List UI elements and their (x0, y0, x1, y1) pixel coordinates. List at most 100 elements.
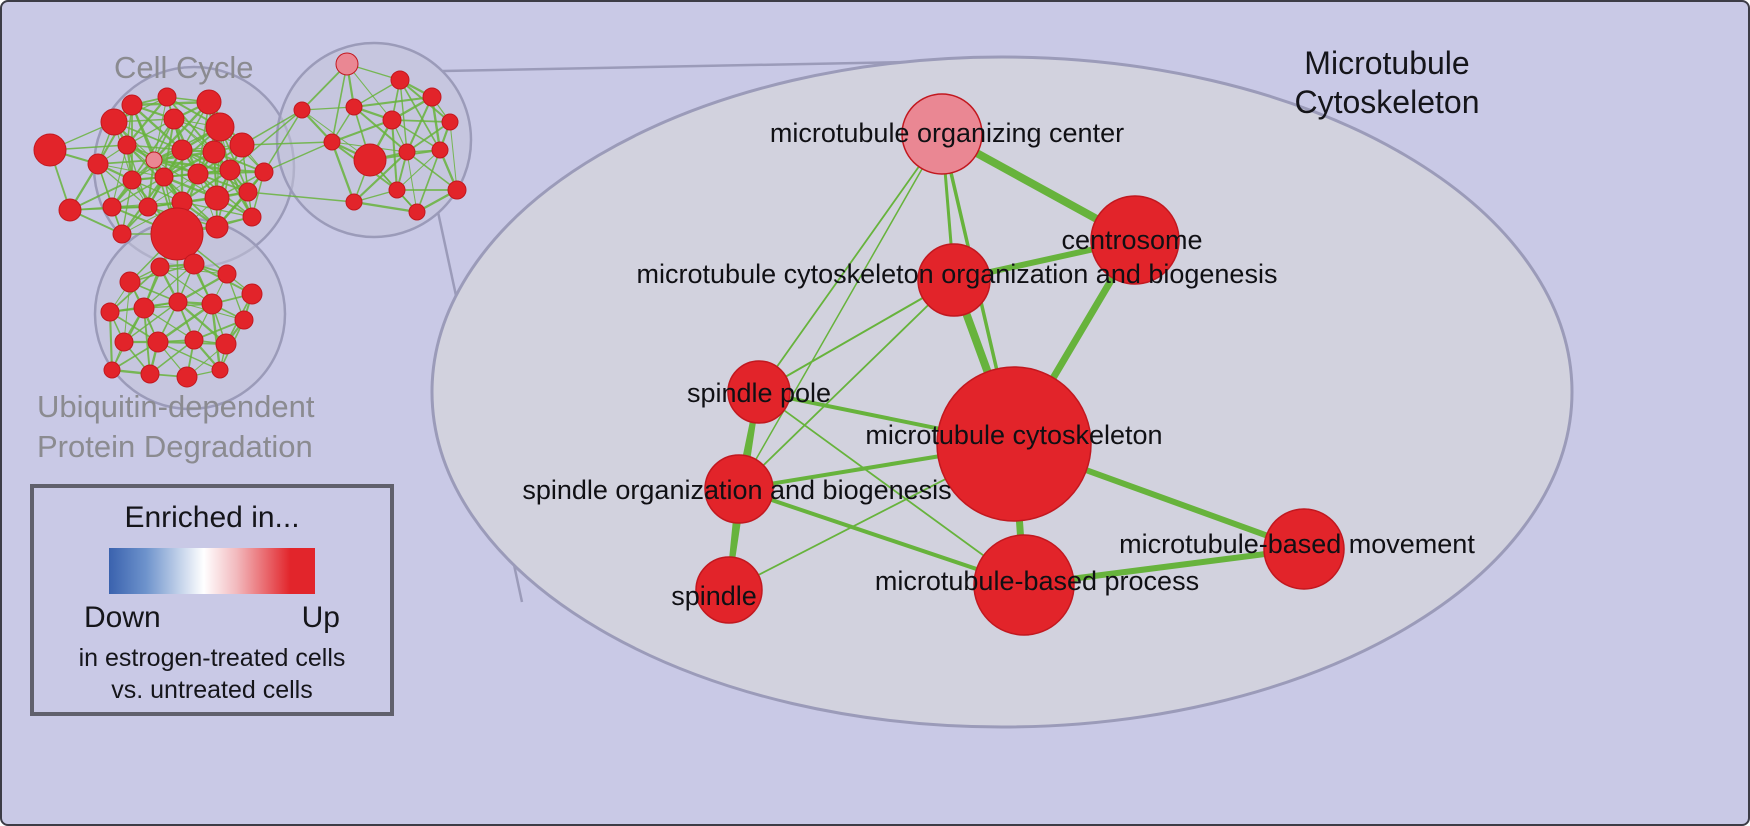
overview-node (168, 292, 188, 312)
overview-node (171, 139, 193, 161)
legend-caption-line1: in estrogen-treated cells (78, 644, 346, 672)
overview-node (241, 283, 263, 305)
node-cen (1090, 195, 1180, 285)
overview-edge (121, 201, 183, 235)
overview-edge (131, 104, 183, 151)
overview-node (293, 101, 311, 119)
overview-network (33, 41, 473, 411)
overview-edge (126, 144, 183, 203)
overview-edge (301, 106, 355, 111)
node-moc (901, 93, 983, 175)
overview-node (187, 163, 209, 185)
node-mbm (1263, 508, 1345, 590)
overview-edge (396, 149, 441, 191)
overview-edge (449, 121, 458, 191)
overview-node (121, 94, 143, 116)
edge-moc-spp (758, 133, 943, 393)
overview-node (441, 113, 459, 131)
overview-edge (210, 303, 222, 371)
overview-node (234, 310, 254, 330)
overview-node (102, 197, 122, 217)
overview-node (215, 333, 237, 355)
overview-edge (331, 119, 393, 143)
overview-cross-edge (247, 191, 355, 203)
overview-node (176, 366, 198, 388)
overview-edge (157, 303, 213, 343)
node-label-mtc: microtubule cytoskeleton (865, 420, 1162, 450)
overview-node (447, 180, 467, 200)
overview-node (103, 361, 121, 379)
overview-node (431, 141, 449, 159)
legend-gradient-bar (109, 548, 315, 594)
overview-edge (399, 79, 408, 153)
overview-node (112, 224, 132, 244)
overview-node (196, 89, 222, 115)
overview-edge (108, 311, 114, 371)
overview-edge (399, 79, 441, 151)
legend-caption-line2: vs. untreated cells (111, 676, 313, 704)
overview-edge (416, 149, 441, 213)
detail-network: microtubule organizing center centrosome m… (522, 93, 1475, 636)
overview-node (408, 203, 426, 221)
overview-node (205, 112, 235, 142)
overview-node (140, 364, 160, 384)
overview-node (100, 108, 128, 136)
ubiquitin-label-line1: Ubiquitin-dependent (37, 389, 315, 424)
overview-node (238, 182, 258, 202)
overview-node (229, 132, 255, 158)
overview-edge (166, 96, 215, 153)
node-label-mbm: microtubule-based movement (1119, 529, 1475, 559)
overview-node (254, 162, 274, 182)
overview-node (154, 167, 174, 187)
legend-up-label: Up (301, 601, 340, 634)
overview-node (114, 332, 134, 352)
overview-node (184, 330, 204, 350)
cluster-label-cell-cycle: Cell Cycle (114, 50, 254, 85)
overview-node (335, 52, 359, 76)
overview-node (150, 257, 170, 277)
node-label-mbp: microtubule-based process (875, 566, 1199, 596)
overview-node (87, 153, 109, 175)
overview-node (133, 297, 155, 319)
overview-edge (353, 151, 408, 203)
overview-cross-edge (263, 109, 303, 173)
overview-edge (346, 63, 393, 121)
overview-node (205, 215, 229, 239)
node-label-cen: centrosome (1061, 225, 1202, 255)
overview-node (122, 170, 142, 190)
overview-edge (406, 151, 418, 213)
overview-node (33, 133, 67, 167)
node-label-spi: spindle (671, 581, 757, 611)
overview-node (201, 293, 223, 315)
node-mco (917, 243, 991, 317)
overview-node (183, 253, 205, 275)
ubiquitin-label-line2: Protein Degradation (37, 428, 313, 464)
overview-node (382, 110, 402, 130)
overview-edge (353, 200, 418, 214)
node-label-moc: microtubule organizing center (770, 118, 1124, 148)
legend: Enriched in... Down Up in estrogen-treat… (30, 484, 394, 716)
edge-mco-spo (738, 279, 955, 490)
node-label-spp: spindle pole (687, 378, 831, 408)
node-spi (695, 556, 763, 624)
legend-title: Enriched in... (124, 501, 300, 534)
overview-cross-edge (241, 141, 333, 146)
overview-node (117, 135, 137, 155)
overview-edge (97, 163, 165, 178)
overview-node (163, 108, 185, 130)
overview-node (422, 87, 442, 107)
overview-node (204, 185, 230, 211)
node-spp (727, 360, 791, 424)
overview-edge (111, 144, 128, 208)
overview-edge (111, 176, 165, 208)
overview-edge (391, 119, 451, 123)
overview-node (242, 207, 262, 227)
cluster-title-microtubule: Microtubule Cytoskeleton (1247, 44, 1527, 122)
overview-node (58, 198, 82, 222)
node-spo (704, 454, 774, 524)
overview-node (219, 159, 241, 181)
overview-node (345, 193, 363, 211)
overview-edge (153, 96, 168, 161)
node-label-spo: spindle organization and biogenesis (522, 475, 951, 505)
